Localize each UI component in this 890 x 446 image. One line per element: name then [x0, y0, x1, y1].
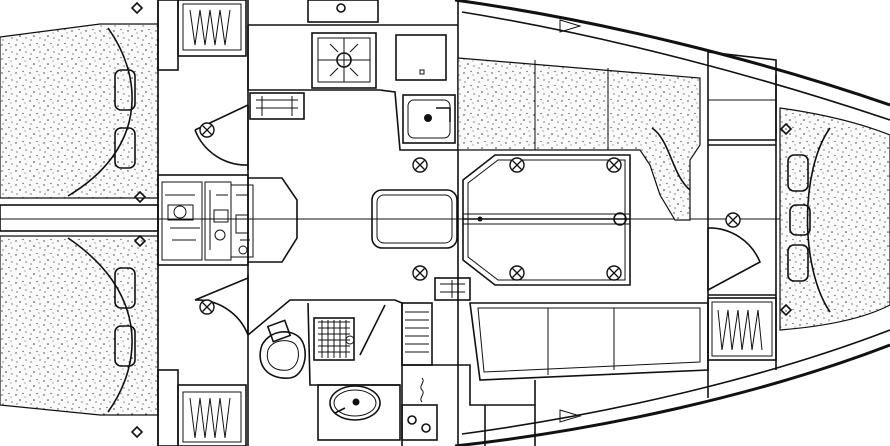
saloon-bench [371, 189, 458, 249]
heads-toilet [259, 319, 306, 379]
galley-stove [311, 32, 377, 89]
heads-compartment [247, 299, 536, 446]
saloon-settee-port [469, 302, 709, 381]
forward-cabin-door [707, 144, 776, 296]
saloon-settee-starboard [457, 57, 701, 221]
aft-cabin-door-top [194, 104, 249, 170]
forward-locker-top [707, 51, 777, 141]
aft-cabin-berths [0, 0, 159, 446]
forward-vberth [779, 107, 890, 331]
galley-sink [395, 34, 456, 144]
hanging-locker-aft-bottom [157, 369, 247, 446]
companionway-steps [401, 277, 471, 366]
galley-counter [247, 0, 458, 151]
saloon-table [462, 154, 631, 286]
hanging-locker-forward [707, 297, 777, 361]
aft-cabin-door-bottom [194, 275, 249, 336]
fridge-lid [419, 69, 425, 75]
hanging-locker-aft-top [157, 0, 247, 71]
engine-compartment [157, 174, 298, 266]
nav-table-fittings [401, 377, 438, 441]
heads-washbasin [317, 384, 401, 441]
engine-access-step-top [249, 92, 305, 120]
heads-shower-grate [313, 304, 386, 361]
deck-hatches [130, 1, 793, 439]
